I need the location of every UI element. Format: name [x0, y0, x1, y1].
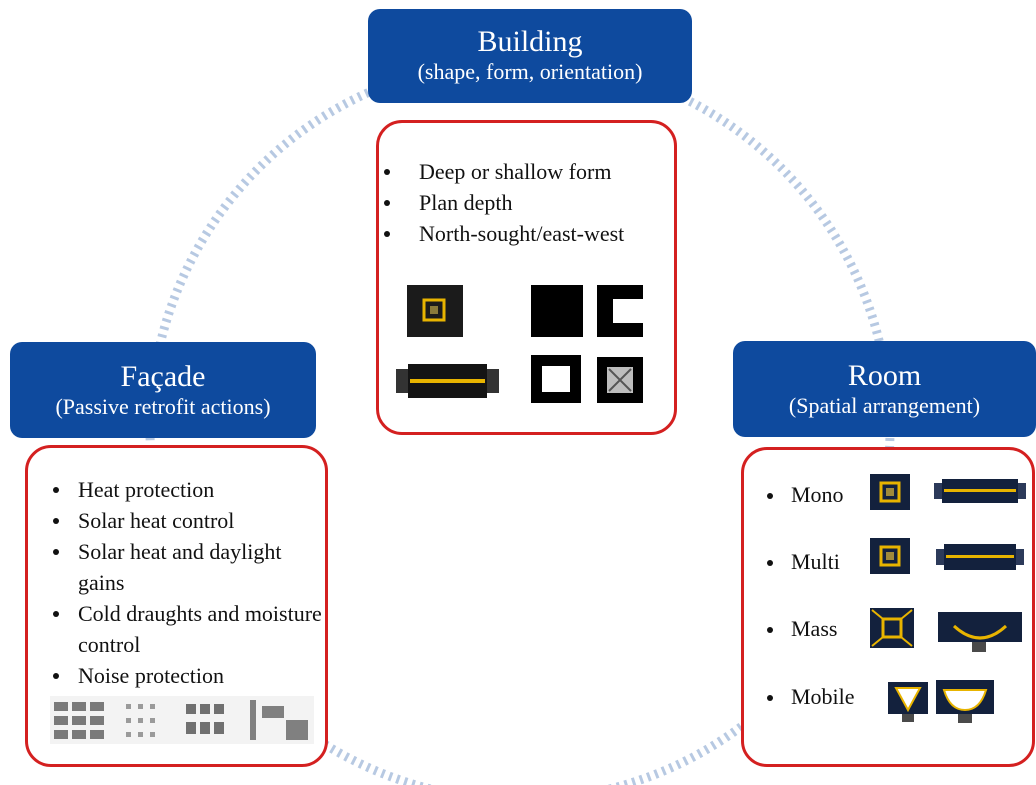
bullet-icon — [767, 493, 773, 499]
facade-item: Heat protection — [53, 474, 323, 505]
building-card: Deep or shallow form Plan depth North-so… — [376, 120, 677, 435]
facade-item: Noise protection — [53, 660, 323, 691]
building-header: Building (shape, form, orientation) — [368, 9, 692, 103]
mobile-triangle-plan-icon — [888, 682, 928, 722]
multi-linear-plan-icon — [936, 544, 1024, 570]
core-plan-icon — [407, 285, 463, 337]
room-subtitle: (Spatial arrangement) — [788, 393, 981, 418]
building-item: Plan depth — [383, 187, 624, 218]
room-title: Room — [847, 359, 922, 392]
facade-card: Heat protection Solar heat control Solar… — [25, 445, 328, 767]
facade-subtitle: (Passive retrofit actions) — [55, 394, 271, 419]
mass-curved-plan-icon — [938, 612, 1022, 652]
building-item: North-sought/east-west — [383, 218, 624, 249]
facade-item: Solar heat and daylight gains — [53, 536, 323, 598]
bullet-icon — [767, 627, 773, 633]
room-item-label: Mobile — [791, 684, 855, 709]
facade-item: Solar heat control — [53, 505, 323, 536]
building-title: Building — [477, 25, 583, 58]
building-list: Deep or shallow form Plan depth North-so… — [383, 156, 624, 249]
c-shape-plan-icon — [597, 285, 643, 337]
multi-core-plan-icon — [870, 538, 910, 574]
bullet-icon — [767, 560, 773, 566]
bullet-icon — [767, 695, 773, 701]
mono-core-plan-icon — [870, 474, 910, 510]
mass-core-plan-icon — [870, 608, 914, 648]
facade-list: Heat protection Solar heat control Solar… — [53, 474, 323, 691]
mobile-curved-plan-icon — [936, 680, 994, 723]
atrium-plan-icon — [597, 357, 643, 403]
room-card: Mono Multi Mass Mobile — [741, 447, 1035, 767]
facade-item: Cold draughts and moisture control — [53, 598, 323, 660]
mono-linear-plan-icon — [934, 479, 1026, 503]
linear-plan-icon — [396, 364, 499, 398]
room-header: Room (Spatial arrangement) — [733, 341, 1036, 437]
building-subtitle: (shape, form, orientation) — [417, 59, 643, 84]
facade-title: Façade — [120, 360, 206, 393]
room-item-label: Mono — [791, 482, 844, 507]
solid-block-icon — [531, 285, 583, 337]
building-item: Deep or shallow form — [383, 156, 624, 187]
courtyard-plan-icon — [531, 355, 581, 403]
facade-elevations-icon — [50, 696, 314, 744]
facade-header: Façade (Passive retrofit actions) — [10, 342, 316, 438]
room-item-label: Mass — [791, 616, 838, 641]
room-item-label: Multi — [791, 549, 840, 574]
